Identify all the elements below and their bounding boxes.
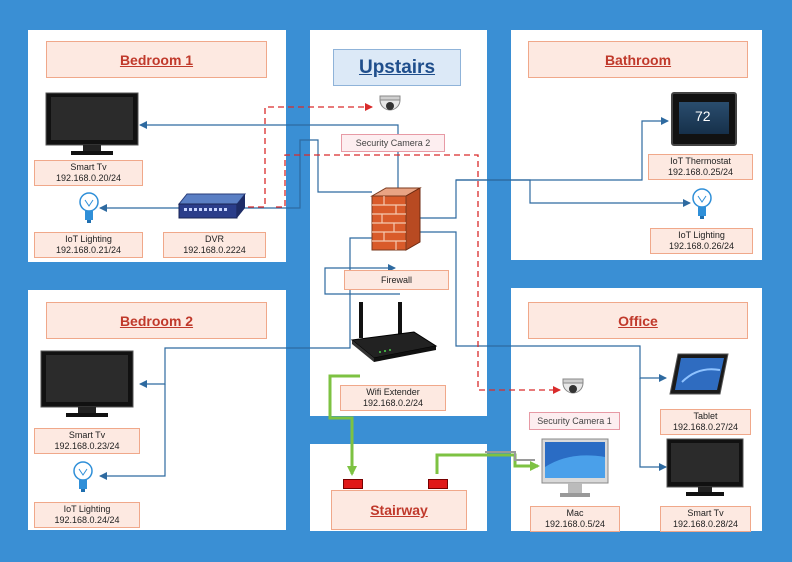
device-name: IoT Thermostat xyxy=(670,156,731,166)
light-bulb-icon xyxy=(692,188,712,219)
link-tablet xyxy=(420,231,667,382)
link-iot-lighting-2 xyxy=(99,384,166,480)
link-camera-1 xyxy=(276,154,561,394)
thermostat-reading: 72 xyxy=(695,108,711,124)
device-ip: 192.168.0.21/24 xyxy=(55,245,122,255)
link-camera-2 xyxy=(248,103,373,208)
label-dvr: DVR 192.168.0.2224 xyxy=(163,232,266,258)
device-ip: 192.168.0.23/24 xyxy=(54,441,120,451)
label-smart-tv-2: Smart Tv 192.168.0.23/24 xyxy=(34,428,140,454)
label-iot-lighting-2: IoT Lighting 192.168.0.24/24 xyxy=(34,502,140,528)
firewall-icon xyxy=(370,187,422,251)
device-name: IoT Lighting xyxy=(65,234,112,244)
device-name: Smart Tv xyxy=(687,508,724,518)
label-security-camera-2: Security Camera 2 xyxy=(341,134,445,152)
device-name: Smart Tv xyxy=(68,430,106,440)
wifi-router-icon xyxy=(350,302,438,362)
device-name: DVR xyxy=(204,234,224,244)
label-iot-lighting-bath: IoT Lighting 192.168.0.26/24 xyxy=(650,228,753,254)
title-bedroom-1: Bedroom 1 xyxy=(46,41,267,78)
device-name: IoT Lighting xyxy=(678,230,725,240)
title-stairway: Stairway xyxy=(331,490,467,530)
light-bulb-icon xyxy=(79,192,99,223)
device-ip: 192.168.0.25/24 xyxy=(667,167,734,177)
wireless-mac-shadow xyxy=(485,451,535,461)
device-name: Mac xyxy=(566,508,584,518)
link-thermostat xyxy=(420,117,669,219)
smart-tv-icon xyxy=(666,438,744,496)
label-tablet: Tablet 192.168.0.27/24 xyxy=(660,409,751,435)
device-ip: 192.168.0.2224 xyxy=(183,245,246,255)
device-name: Security Camera 1 xyxy=(537,415,612,426)
tablet-icon xyxy=(669,353,729,395)
mac-computer-icon xyxy=(541,438,609,497)
title-bathroom: Bathroom xyxy=(528,41,748,78)
device-name: Wifi Extender xyxy=(366,387,420,397)
device-ip: 192.168.0.20/24 xyxy=(55,173,122,183)
device-name: Security Camera 2 xyxy=(355,137,431,148)
wireless-stairway-right xyxy=(435,453,540,474)
light-bulb-icon xyxy=(73,461,93,492)
device-ip: 192.168.0.24/24 xyxy=(54,515,120,525)
link-smart-tv-2 xyxy=(139,237,372,388)
label-firewall: Firewall xyxy=(344,270,449,290)
device-ip: 192.168.0.26/24 xyxy=(668,241,735,251)
access-point-left xyxy=(343,479,363,489)
link-smart-tv-office xyxy=(639,378,667,471)
security-camera-icon xyxy=(562,378,584,394)
link-iot-lighting-1 xyxy=(99,139,372,212)
link-wifi-extender xyxy=(324,264,400,295)
link-iot-lighting-bath xyxy=(456,179,691,207)
label-smart-tv-1: Smart Tv 192.168.0.20/24 xyxy=(34,160,143,186)
label-security-camera-1: Security Camera 1 xyxy=(529,412,620,430)
device-ip: 192.168.0.28/24 xyxy=(672,519,739,529)
smart-tv-icon xyxy=(40,350,134,417)
device-ip: 192.168.0.5/24 xyxy=(544,519,606,529)
device-name: Tablet xyxy=(693,411,718,421)
link-smart-tv-1 xyxy=(139,121,399,192)
device-ip: 192.168.0.2/24 xyxy=(362,398,424,408)
wireless-stairway-left xyxy=(328,374,360,476)
device-name: IoT Lighting xyxy=(63,504,111,514)
access-point-right xyxy=(428,479,448,489)
thermostat-icon: 72 xyxy=(671,92,737,146)
dvr-icon xyxy=(177,193,247,219)
label-smart-tv-office: Smart Tv 192.168.0.28/24 xyxy=(660,506,751,532)
device-ip: 192.168.0.27/24 xyxy=(672,422,739,432)
label-iot-lighting-1: IoT Lighting 192.168.0.21/24 xyxy=(34,232,143,258)
title-bedroom-2: Bedroom 2 xyxy=(46,302,267,339)
label-wifi-extender: Wifi Extender 192.168.0.2/24 xyxy=(340,385,446,411)
label-iot-thermostat: IoT Thermostat 192.168.0.25/24 xyxy=(648,154,753,180)
device-name: Smart Tv xyxy=(70,162,107,172)
device-name: Firewall xyxy=(380,274,412,285)
security-camera-icon xyxy=(379,95,401,111)
label-mac: Mac 192.168.0.5/24 xyxy=(530,506,620,532)
title-office: Office xyxy=(528,302,748,339)
title-upstairs: Upstairs xyxy=(333,49,461,86)
smart-tv-icon xyxy=(45,92,139,155)
